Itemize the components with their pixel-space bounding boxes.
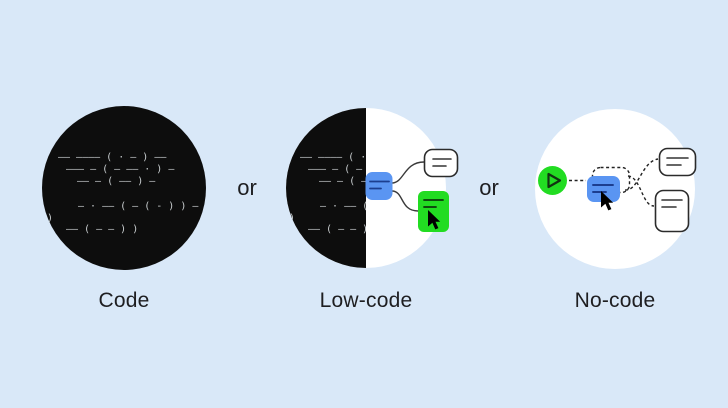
low-code-black-half [286,108,366,268]
code-line: ) [47,213,53,224]
circle-label-no-code: No-code [574,289,656,312]
no-code-circle [535,109,697,269]
play-icon [547,172,562,189]
code-line: —— ( — — ) ) [308,224,380,235]
blue-node [587,176,620,211]
cursor-icon [601,191,614,211]
play-button [538,166,567,195]
code-line: ——— – ( – —— · ) – [66,164,175,175]
green-node-card [418,191,449,232]
code-line: —— ( — — ) ) [66,224,138,235]
code-line: — · —— ( — ( - ) ) — [320,201,441,212]
white-card [658,147,697,177]
code-line: —— ———— ( · — ) —— [300,152,409,163]
code-line: —— – ( —— ) – [319,176,398,187]
code-line: —— ———— ( · — ) —— [58,152,167,163]
or-separator: or [237,175,257,200]
circle-label-low-code: Low-code [319,289,413,312]
cursor-icon [428,210,441,230]
circle-label-code: Code [98,289,150,312]
white-card [654,189,690,233]
blue-node [365,172,393,200]
code-line: ——— – ( – —— · ) – [308,164,417,175]
code-circle-bg [42,106,206,270]
or-separator: or [479,175,499,200]
connector-line [391,190,419,212]
code-marks: —— ———— ( · — ) —— ——— – ( – —— · ) – ——… [47,152,199,235]
white-card [423,148,459,178]
connector-line [391,161,425,184]
code-circle: —— ———— ( · — ) —— ——— – ( – —— · ) – ——… [42,106,206,270]
code-line: — · —— ( — ( - ) ) — [78,201,199,212]
code-line: ) [289,213,295,224]
code-line: —— – ( —— ) – [77,176,156,187]
low-code-circle: —— ———— ( · — ) —— ——— – ( – —— · ) – ——… [286,108,459,268]
